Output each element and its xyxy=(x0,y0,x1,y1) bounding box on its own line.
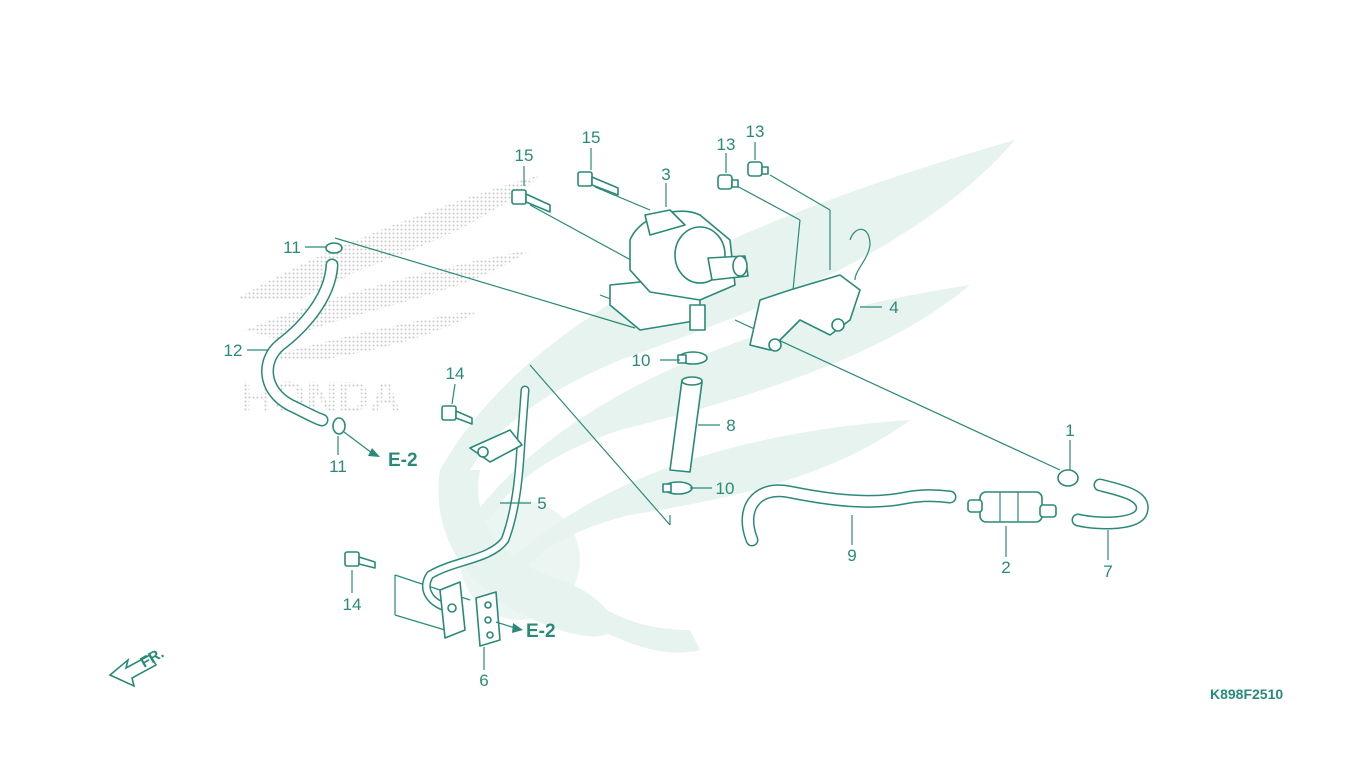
filter-2 xyxy=(967,491,1057,523)
callout-2: 2 xyxy=(1001,558,1010,577)
clip-11-upper xyxy=(325,242,343,254)
clip-1 xyxy=(1057,469,1079,487)
flange-5 xyxy=(439,581,466,639)
callout-6: 6 xyxy=(479,671,488,690)
callout-14-b: 14 xyxy=(343,595,362,614)
callout-9: 9 xyxy=(847,546,856,565)
callout-labels: 1 2 3 4 5 6 7 8 9 10 10 11 11 12 13 13 1… xyxy=(224,122,1113,690)
callout-3: 3 xyxy=(661,165,670,184)
ref-label-e2-right: E-2 xyxy=(526,621,556,642)
clamp-10-upper xyxy=(677,351,708,365)
gasket-6 xyxy=(475,591,501,647)
clamp-10-lower xyxy=(662,481,693,495)
callout-5: 5 xyxy=(537,494,546,513)
hose-8 xyxy=(669,376,703,473)
bracket-4 xyxy=(749,228,871,352)
callout-13-b: 13 xyxy=(746,122,765,141)
callout-8: 8 xyxy=(726,416,735,435)
hose-9 xyxy=(741,484,957,547)
diagram-code: K898F2510 xyxy=(1210,686,1283,702)
front-direction-arrow xyxy=(108,653,158,688)
hose-12 xyxy=(261,258,339,427)
honda-wing-watermark xyxy=(438,140,1015,653)
callout-11-lower: 11 xyxy=(329,457,347,476)
callout-10-upper: 10 xyxy=(632,351,651,370)
air-suction-valve-3 xyxy=(609,209,749,331)
bolt-14-b xyxy=(344,551,376,569)
callout-4: 4 xyxy=(889,298,898,317)
nut-13-a xyxy=(717,174,739,190)
bolt-15-b xyxy=(577,171,619,196)
bolt-14-a xyxy=(441,405,473,425)
ref-arrow-e2-left xyxy=(343,431,380,457)
callout-11-upper: 11 xyxy=(283,238,301,257)
callout-1: 1 xyxy=(1065,421,1074,440)
honda-logo-watermark: HONDA xyxy=(235,175,540,422)
callout-7: 7 xyxy=(1103,562,1112,581)
callout-13-a: 13 xyxy=(717,135,736,154)
pipe-5 xyxy=(421,385,530,613)
callout-14-a: 14 xyxy=(446,364,465,383)
nut-13-b xyxy=(747,161,769,177)
hose-7 xyxy=(1071,478,1149,530)
clip-11-lower xyxy=(332,417,346,435)
callout-15-b: 15 xyxy=(582,128,601,147)
callout-12: 12 xyxy=(224,341,243,360)
ref-arrow-e2-right xyxy=(495,621,523,633)
bolt-15-a xyxy=(511,189,551,213)
ref-label-e2-left: E-2 xyxy=(388,450,418,471)
callout-10-lower: 10 xyxy=(716,479,735,498)
callout-15-a: 15 xyxy=(515,146,534,165)
callout-leaders xyxy=(247,142,1109,670)
